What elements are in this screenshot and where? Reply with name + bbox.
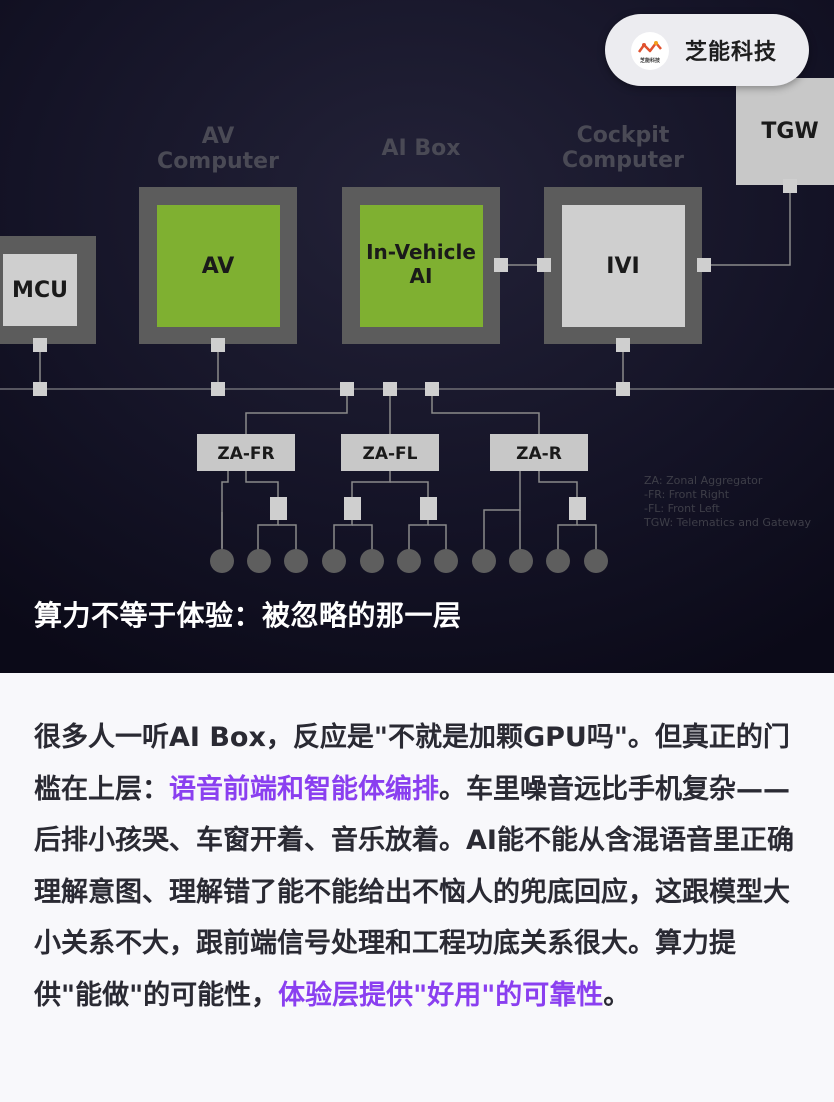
za-fl-label: ZA-FL [363, 444, 418, 464]
tgw-port [783, 179, 797, 193]
za-r-label: ZA-R [516, 444, 562, 464]
in-vehicle-ai-label-line2: AI [410, 264, 433, 288]
brand-name: 芝能科技 [685, 40, 778, 65]
za-r-box [490, 434, 588, 471]
cockpit-port-left [537, 258, 551, 272]
mcu-label: MCU [12, 278, 68, 303]
article-text-2: 。车里噪音远比手机复杂——后排小孩哭、车窗开着、音乐放着。AI能不能从含混语音里… [34, 773, 794, 1011]
article-text-1: 很多人一听AI Box，反应是"不就是加颗GPU吗"。但真正的门槛在上层： [34, 722, 790, 805]
svg-text:-FL: Front Left: -FL: Front Left [644, 502, 720, 515]
sensor-nodes [210, 549, 608, 573]
in-vehicle-ai-label-line1: In-Vehicle [366, 240, 476, 264]
svg-text:TGW: Telematics and Gateway: TGW: Telematics and Gateway [643, 516, 811, 529]
article-paragraph: 很多人一听AI Box，反应是"不就是加颗GPU吗"。但真正的门槛在上层：语音前… [34, 712, 800, 1021]
av-label: AV [202, 254, 235, 279]
ivi-chip [562, 205, 685, 327]
group-label-cockpit-line1: Cockpit [577, 123, 670, 148]
group-label-ai-box: AI Box [382, 136, 461, 161]
hero-image: AV Computer AI Box Cockpit Computer TGW … [0, 0, 834, 673]
group-label-av-line2: Computer [157, 149, 279, 174]
tgw-box [736, 78, 834, 185]
group-label-cockpit-line2: Computer [562, 148, 684, 173]
wave-chart-icon [637, 41, 662, 53]
hero-caption: 算力不等于体验：被忽略的那一层 [34, 599, 462, 632]
article-highlight-1: 语音前端和智能体编排 [169, 773, 439, 805]
article-text-3: 。 [603, 979, 631, 1011]
cockpit-port-right [697, 258, 711, 272]
ivi-label: IVI [606, 254, 639, 279]
brand-badge: 芝能科技 芝能科技 [605, 14, 809, 86]
svg-text:-FR: Front Right: -FR: Front Right [644, 488, 730, 501]
ai-box-port [494, 258, 508, 272]
mcu-chip [3, 254, 77, 326]
av-chip [157, 205, 280, 327]
za-fr-box [197, 434, 295, 471]
article-highlight-2: 体验层提供"好用"的可靠性 [278, 979, 604, 1011]
in-vehicle-ai-chip [360, 205, 483, 327]
svg-text:ZA: Zonal Aggregator: ZA: Zonal Aggregator [644, 474, 763, 487]
za-fr-label: ZA-FR [217, 444, 274, 464]
za-fl-box [341, 434, 439, 471]
group-label-av-line1: AV [202, 124, 235, 149]
diagram-legend: ZA: Zonal Aggregator -FR: Front Right -F… [643, 474, 811, 529]
brand-logo: 芝能科技 [631, 32, 669, 70]
brand-logo-text: 芝能科技 [639, 58, 660, 64]
tgw-label: TGW [761, 119, 818, 144]
architecture-diagram: AV Computer AI Box Cockpit Computer TGW … [0, 0, 834, 673]
